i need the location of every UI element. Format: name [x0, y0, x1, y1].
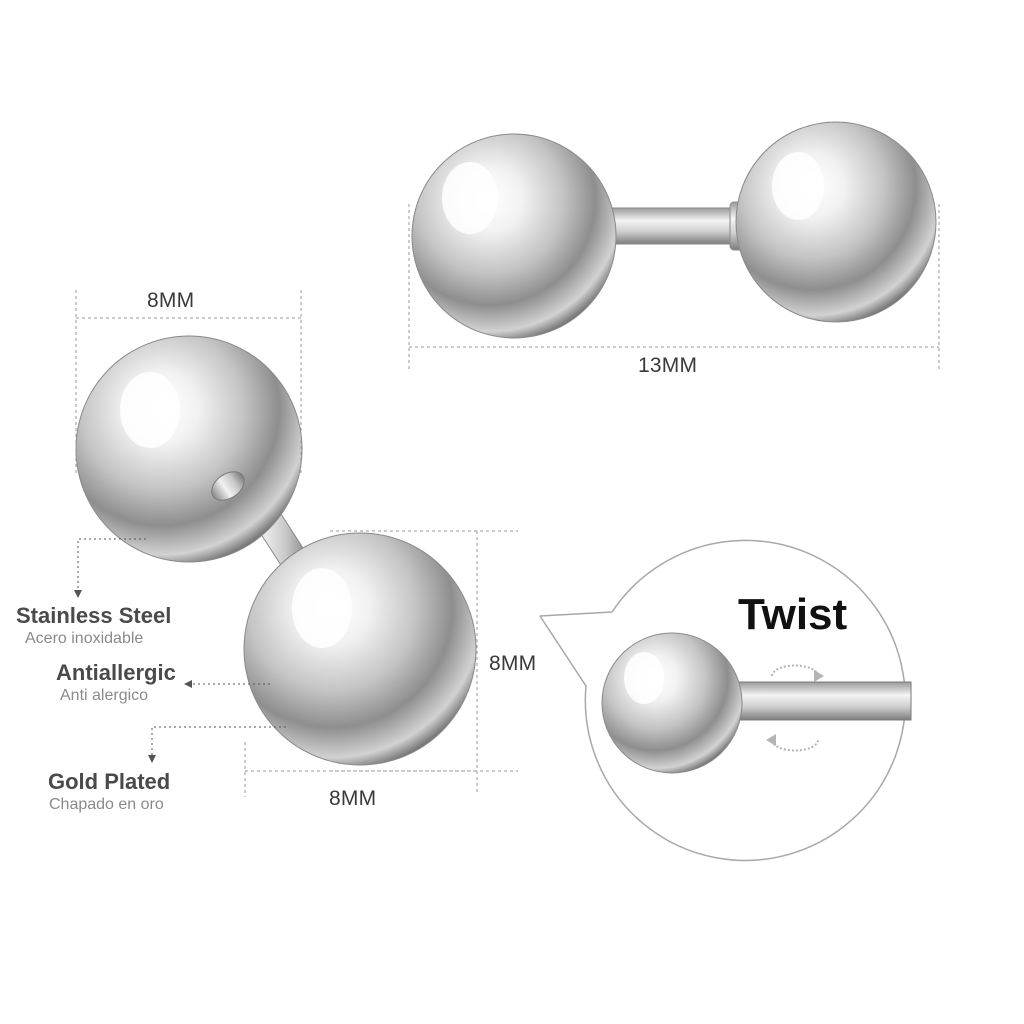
twist-label: Twist: [738, 590, 848, 639]
feature-leaders: [77, 538, 286, 757]
feature-title-stainless-steel: Stainless Steel: [16, 603, 172, 628]
dimension-8mm-top: [75, 290, 302, 475]
left-earring-lower-highlight: [292, 568, 352, 648]
dimension-13mm: [408, 204, 940, 372]
twist-callout: [539, 539, 912, 862]
dimension-label-8mm-bottom: 8MM: [329, 787, 377, 810]
top-earring-right-ball: [735, 121, 937, 323]
rotate-arrowheads: [766, 670, 824, 746]
top-earring: [411, 121, 937, 339]
left-earring-lower-ball: [243, 532, 477, 766]
callout-post: [734, 681, 912, 721]
top-earring-left-highlight: [442, 162, 498, 234]
feature-subtitle-stainless-steel: Acero inoxidable: [25, 630, 144, 647]
dimension-label-13mm: 13MM: [638, 354, 698, 377]
top-earring-left-ball: [411, 133, 617, 339]
feature-title-gold-plated: Gold Plated: [48, 769, 171, 794]
left-earring-upper-ball: [75, 335, 303, 563]
left-earring: [75, 335, 477, 766]
feature-subtitle-gold-plated: Chapado en oro: [49, 796, 164, 813]
top-earring-right-highlight: [772, 152, 824, 220]
left-earring-collar: [211, 471, 245, 501]
dimension-label-8mm-right: 8MM: [489, 652, 537, 675]
top-earring-bar: [597, 207, 749, 245]
feature-title-antiallergic: Antiallergic: [56, 660, 176, 685]
dimension-8mm-bottom: [244, 742, 477, 797]
feature-leader-arrows: [74, 590, 192, 763]
feature-subtitle-antiallergic: Anti alergico: [60, 687, 149, 704]
callout-ball: [601, 632, 743, 774]
left-earring-upper-highlight: [120, 372, 180, 448]
dimension-label-8mm-top: 8MM: [147, 289, 195, 312]
callout-ball-highlight: [624, 652, 664, 704]
